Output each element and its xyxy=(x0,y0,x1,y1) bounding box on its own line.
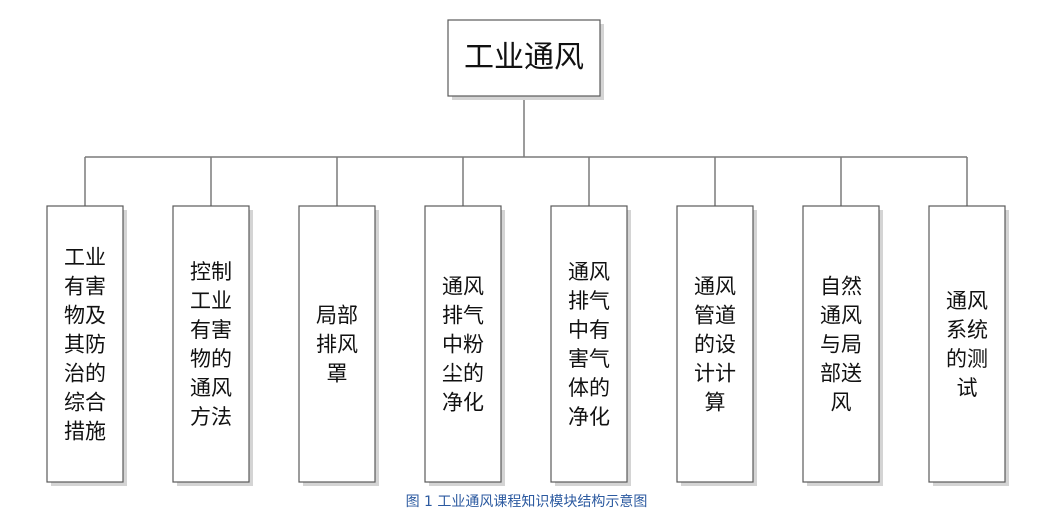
module-node-label-line: 净化 xyxy=(442,390,484,414)
module-node-label-line: 管道 xyxy=(694,303,736,327)
module-node-label-line: 通风 xyxy=(946,289,988,313)
module-node-label-line: 算 xyxy=(705,390,726,414)
module-node-label-line: 部送 xyxy=(820,361,862,385)
module-node-label-line: 尘的 xyxy=(442,361,484,385)
module-node-label-line: 害气 xyxy=(568,347,610,371)
module-node-label-line: 物及 xyxy=(64,303,106,327)
module-node-label-line: 净化 xyxy=(568,405,610,429)
figure-caption: 图 1 工业通风课程知识模块结构示意图 xyxy=(405,494,648,510)
connector-lines xyxy=(84,96,968,206)
module-node-label-line: 方法 xyxy=(190,405,232,429)
module-node-box xyxy=(550,205,628,483)
root-node-box xyxy=(447,19,601,97)
module-node-label-line: 中有 xyxy=(568,318,610,342)
module-node-label-line: 局部 xyxy=(316,303,358,327)
module-node-label-line: 试 xyxy=(957,376,978,400)
module-node-label-line: 措施 xyxy=(64,419,106,443)
module-node-label-line: 中粉 xyxy=(442,332,484,356)
module-node-label-line: 风 xyxy=(831,390,852,414)
module-node-label-line: 的测 xyxy=(946,347,988,371)
module-node-box xyxy=(298,205,376,483)
module-node-label-line: 物的 xyxy=(190,347,232,371)
module-node-label-line: 工业 xyxy=(64,245,106,269)
module-node-label-line: 计计 xyxy=(694,361,736,385)
module-node-label-line: 的设 xyxy=(694,332,736,356)
module-node-label-line: 排气 xyxy=(442,303,484,327)
module-node-label-line: 控制 xyxy=(190,260,232,284)
module-node-label-line: 通风 xyxy=(820,303,862,327)
module-node-label-line: 通风 xyxy=(190,376,232,400)
root-node: 工业通风 xyxy=(447,19,604,100)
module-node-label-line: 系统 xyxy=(946,318,988,342)
module-node-label-line: 工业 xyxy=(190,289,232,313)
module-node-label-line: 有害 xyxy=(64,274,106,298)
module-node-box xyxy=(928,205,1006,483)
module-node-box xyxy=(676,205,754,483)
root-node-label: 工业通风 xyxy=(464,40,584,75)
module-node-label-line: 与局 xyxy=(820,332,862,356)
module-node-label-line: 体的 xyxy=(568,376,610,400)
module-node-label-line: 其防 xyxy=(64,332,106,356)
module-node-label-line: 通风 xyxy=(442,274,484,298)
module-node-label-line: 有害 xyxy=(190,318,232,342)
module-node-label-line: 自然 xyxy=(820,274,862,298)
module-node-box xyxy=(802,205,880,483)
module-node-label-line: 通风 xyxy=(568,260,610,284)
module-node-label-line: 治的 xyxy=(64,361,106,385)
module-nodes: 工业有害物及其防治的综合措施控制工业有害物的通风方法局部排风罩通风排气中粉尘的净… xyxy=(46,205,1009,486)
module-node-box xyxy=(46,205,124,483)
module-node-box xyxy=(424,205,502,483)
module-node-box xyxy=(172,205,250,483)
module-node-label-line: 排风 xyxy=(316,332,358,356)
module-node-label-line: 排气 xyxy=(568,289,610,313)
module-node-label-line: 综合 xyxy=(64,390,106,414)
module-node-label-line: 罩 xyxy=(327,361,348,385)
module-node-label-line: 通风 xyxy=(694,274,736,298)
